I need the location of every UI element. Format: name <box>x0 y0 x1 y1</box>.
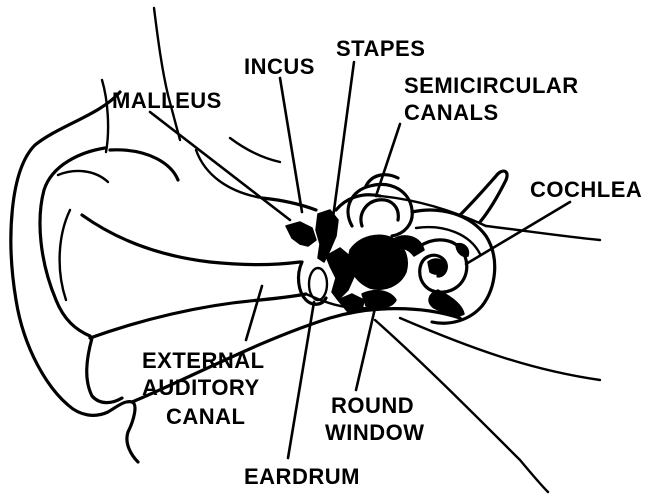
malleus-label: MALLEUS <box>112 88 222 113</box>
skull-outline <box>486 226 600 240</box>
external-canal-label-line2: AUDITORY <box>142 375 260 400</box>
round-window-shape <box>362 291 396 308</box>
stapes-pointer <box>330 62 354 240</box>
cochlea-shape <box>349 210 495 323</box>
stapes-label: STAPES <box>336 36 425 61</box>
incus-pointer <box>280 78 302 212</box>
malleus-pointer <box>150 112 290 220</box>
semicircular-label-line2: CANALS <box>404 100 499 125</box>
round-window-pointer <box>356 304 376 390</box>
external-canal-pointer <box>246 286 262 340</box>
incus-label: INCUS <box>244 54 315 79</box>
eardrum-pointer <box>288 302 314 458</box>
external-canal-label-line1: EXTERNAL <box>142 348 265 373</box>
eardrum-label: EARDRUM <box>244 464 360 489</box>
round-window-label-line2: WINDOW <box>325 420 425 445</box>
round-window-label-line1: ROUND <box>331 393 414 418</box>
external-canal-label-line3: CANAL <box>166 404 246 429</box>
semicircular-label-line1: SEMICIRCULAR <box>404 73 579 98</box>
cochlea-label: COCHLEA <box>530 177 642 202</box>
malleus-bone <box>286 222 316 246</box>
